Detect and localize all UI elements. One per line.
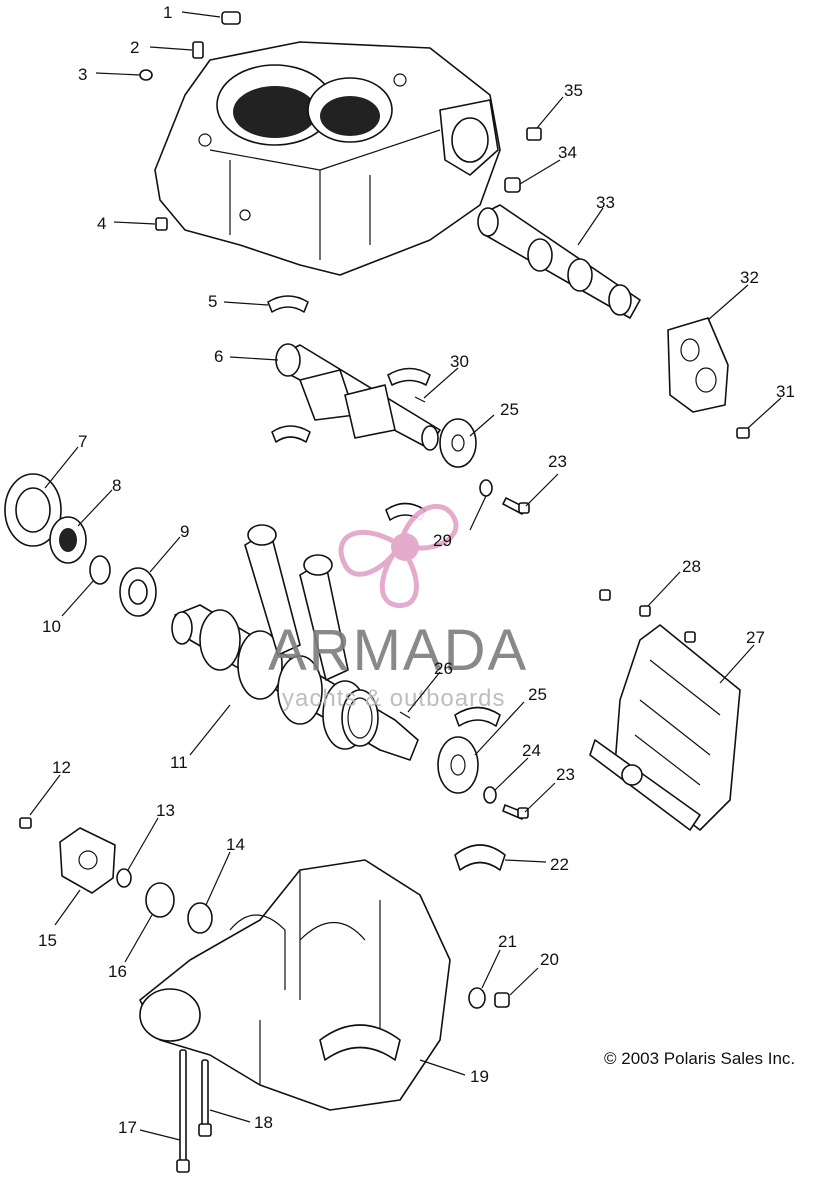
callout-22: 22 xyxy=(550,855,569,874)
callout-27: 27 xyxy=(746,628,765,647)
cover-plate-32 xyxy=(667,317,729,413)
screw-31 xyxy=(736,427,750,439)
clip-30 xyxy=(414,396,426,403)
callout-15: 15 xyxy=(38,931,57,950)
bolt-23-upper xyxy=(502,497,530,515)
washer-24 xyxy=(483,786,497,804)
nut-4 xyxy=(155,217,168,231)
bolt-28b xyxy=(639,605,651,617)
watermark: ARMADA yachts & outboards xyxy=(268,503,528,712)
callout-23-lower: 23 xyxy=(556,765,575,784)
bearing-shell-22 xyxy=(454,844,506,871)
seal-13 xyxy=(116,868,132,888)
callout-11: 11 xyxy=(170,753,188,772)
watermark-tagline: yachts & outboards xyxy=(282,685,505,712)
callout-25-lower: 25 xyxy=(528,685,547,704)
plug-20 xyxy=(494,992,510,1008)
callout-30: 30 xyxy=(450,352,469,371)
plug-16 xyxy=(145,882,175,918)
camshaft-33 xyxy=(477,204,641,319)
leader-lines xyxy=(29,11,782,1141)
propeller-logo xyxy=(338,503,459,608)
callout-9: 9 xyxy=(180,522,189,541)
washer-29 xyxy=(479,479,493,497)
dowel-pin-2 xyxy=(192,41,204,59)
bolt-23-lower xyxy=(502,804,529,820)
callout-25-upper: 25 xyxy=(500,400,519,419)
plug-34 xyxy=(504,177,521,193)
callouts: 1 2 3 4 5 6 7 8 9 10 11 12 13 14 15 16 1… xyxy=(38,3,795,1137)
callout-33: 33 xyxy=(596,193,615,212)
copyright-notice: © 2003 Polaris Sales Inc. xyxy=(604,1049,795,1068)
callout-3: 3 xyxy=(78,65,87,84)
callout-29: 29 xyxy=(433,531,452,550)
seal-7 xyxy=(4,473,62,547)
nut-35 xyxy=(526,127,542,141)
callout-31: 31 xyxy=(776,382,795,401)
bolt-18 xyxy=(198,1059,212,1137)
bearing-shell-6b xyxy=(271,367,431,443)
bolt-12 xyxy=(19,817,32,829)
o-ring-3 xyxy=(139,69,153,81)
clip-26 xyxy=(399,711,411,719)
watermark-brand: ARMADA xyxy=(268,618,528,683)
callout-8: 8 xyxy=(112,476,121,495)
callout-10: 10 xyxy=(42,617,61,636)
lower-crankcase-19 xyxy=(139,859,451,1111)
gear-25-upper xyxy=(439,418,477,468)
balance-shaft-6 xyxy=(275,343,441,451)
bolt-28c xyxy=(684,631,696,643)
callout-17: 17 xyxy=(118,1118,137,1137)
ring-10 xyxy=(89,555,111,585)
upper-crankcase xyxy=(154,41,501,276)
callout-4: 4 xyxy=(97,214,106,233)
callout-14: 14 xyxy=(226,835,245,854)
callout-12: 12 xyxy=(52,758,71,777)
callout-32: 32 xyxy=(740,268,759,287)
gear-25-lower xyxy=(437,736,479,794)
callout-13: 13 xyxy=(156,801,175,820)
bearing-shell-25b xyxy=(454,706,501,727)
callout-5: 5 xyxy=(208,292,217,311)
cover-15 xyxy=(59,827,116,894)
bearing-shell-5 xyxy=(267,295,309,313)
oil-pump-27 xyxy=(589,624,741,831)
callout-23-upper: 23 xyxy=(548,452,567,471)
callout-18: 18 xyxy=(254,1113,273,1132)
callout-2: 2 xyxy=(130,38,139,57)
callout-28: 28 xyxy=(682,557,701,576)
callout-6: 6 xyxy=(214,347,223,366)
callout-35: 35 xyxy=(564,81,583,100)
callout-21: 21 xyxy=(498,932,517,951)
callout-1: 1 xyxy=(163,3,172,22)
callout-16: 16 xyxy=(108,962,127,981)
crankshaft-11 xyxy=(171,524,419,761)
callout-24: 24 xyxy=(522,741,541,760)
callout-19: 19 xyxy=(470,1067,489,1086)
seal-8 xyxy=(49,516,87,564)
dowel-pin-1 xyxy=(221,11,241,25)
callout-26: 26 xyxy=(434,659,453,678)
callout-7: 7 xyxy=(78,432,87,451)
washer-21 xyxy=(468,987,486,1009)
bolt-17 xyxy=(176,1049,190,1173)
callout-34: 34 xyxy=(558,143,577,162)
bolt-28a xyxy=(599,589,611,601)
bearing-9 xyxy=(119,567,157,617)
circlip-14 xyxy=(187,902,213,934)
callout-20: 20 xyxy=(540,950,559,969)
